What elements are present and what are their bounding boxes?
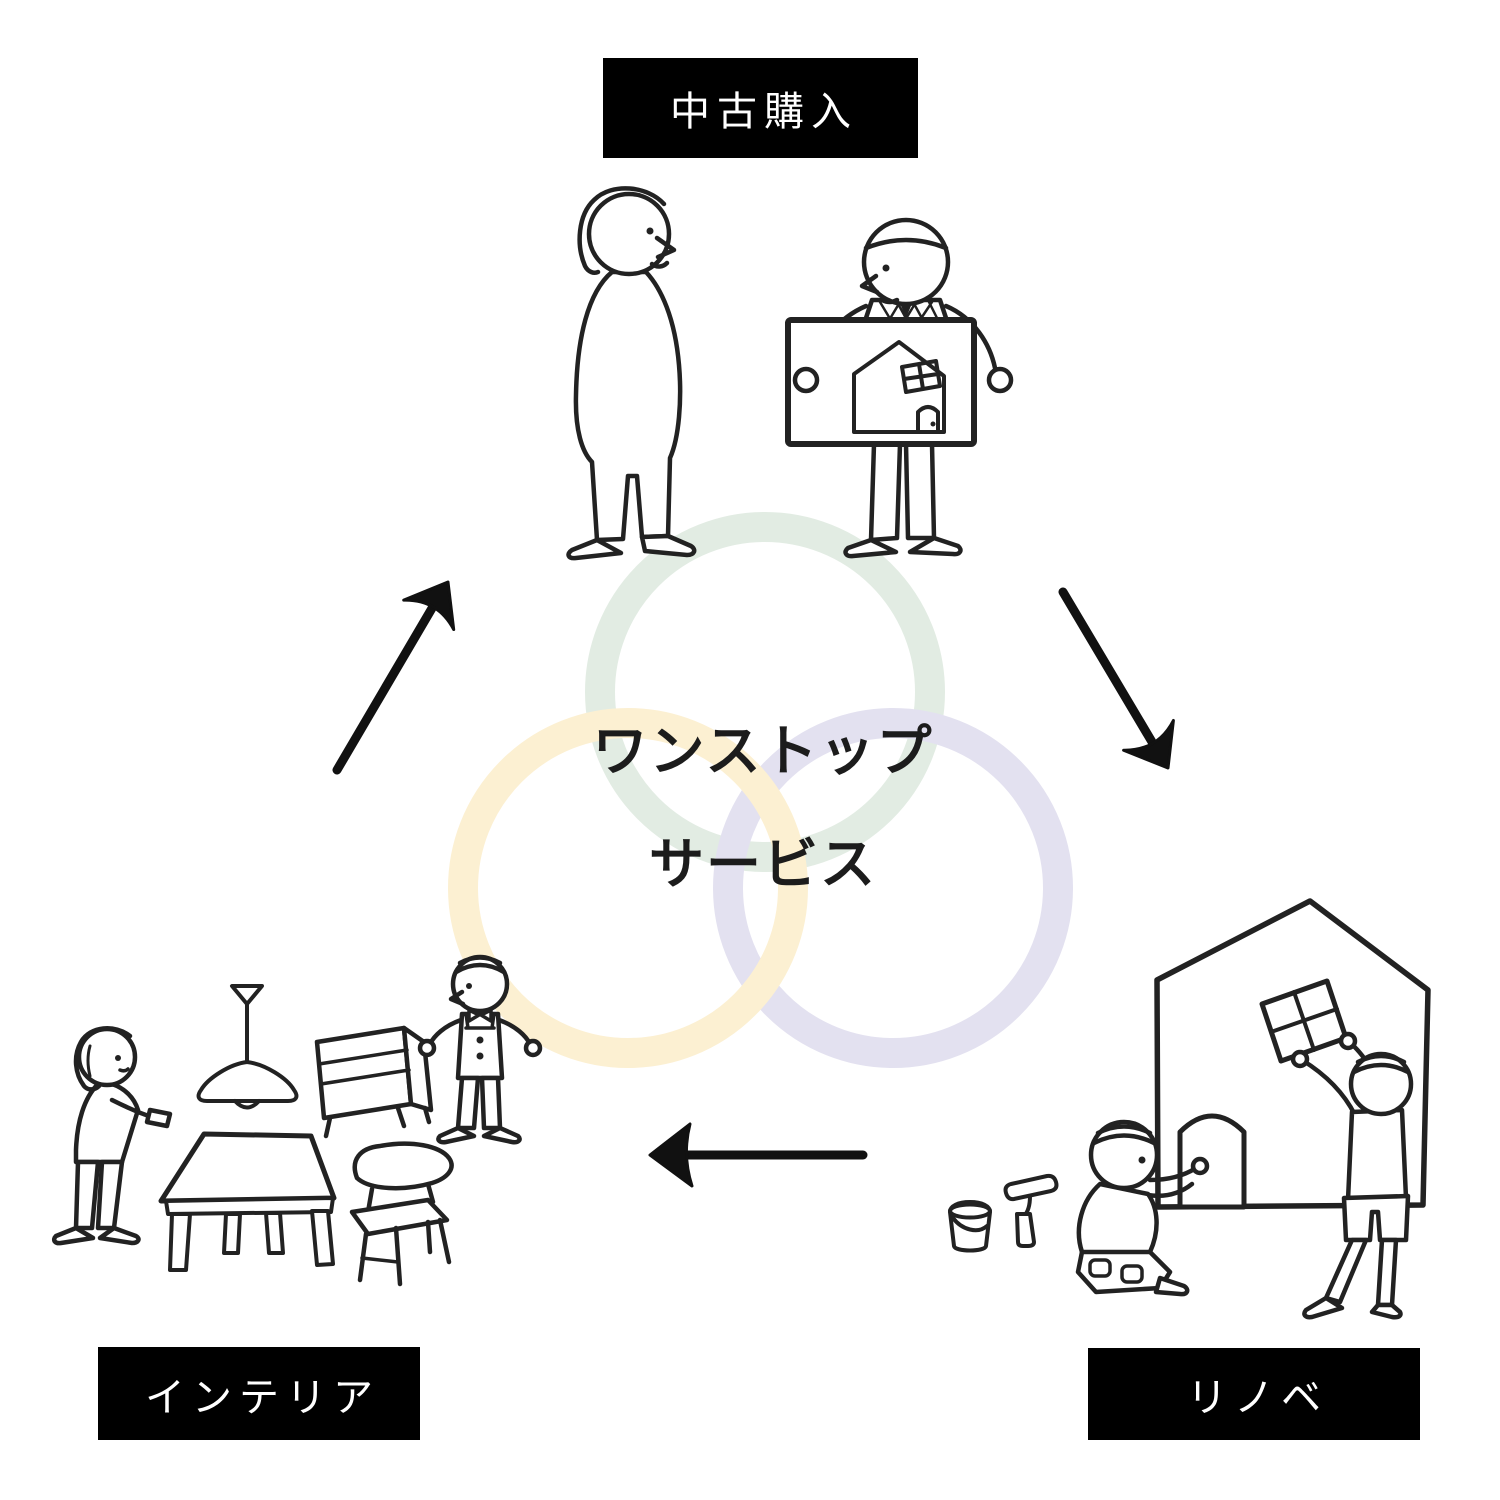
center-service-title: ワンストップ サービス [593,706,934,899]
arrow-interior-to-purchase-icon [332,580,456,775]
dresser-icon [314,1025,434,1139]
node-label-renovation-text: リノベ [1187,1375,1328,1421]
renovation-illustration [948,898,1431,1320]
paint-bucket-icon [948,1200,992,1253]
node-label-interior-text: インテリア [145,1374,380,1421]
door-installer-person [1075,1119,1210,1297]
center-title-line1: ワンストップ [592,719,934,783]
node-label-renovation: リノベ [1088,1348,1420,1440]
arched-door-icon [1177,1113,1247,1210]
node-label-used-purchase: 中古購入 [603,58,918,158]
paint-roller-icon [1003,1173,1059,1248]
buyer-person [566,186,697,561]
coordinator-person [417,954,543,1145]
window-installer-person [1259,978,1414,1320]
pendant-lamp-icon [196,984,299,1110]
node-label-interior: インテリア [98,1347,420,1440]
chair-icon [349,1141,454,1287]
purchase-illustration [566,186,1014,561]
ring-green-icon [585,512,945,872]
arrow-renovation-to-interior-icon [648,1122,868,1188]
agent-person [785,217,1014,559]
table-icon [158,1131,337,1272]
service-rings [448,512,1073,1068]
interior-illustration [51,954,543,1287]
node-label-used-purchase-text: 中古購入 [670,89,858,135]
browsing-person [51,1026,173,1246]
ring-yellow-icon [448,708,808,1068]
house-sign-icon [785,317,1014,447]
ring-purple-icon [713,708,1073,1068]
cycle-arrows [332,580,1175,1188]
arrow-purchase-to-renovation-icon [1058,587,1175,770]
center-title-line2: サービス [648,832,877,896]
